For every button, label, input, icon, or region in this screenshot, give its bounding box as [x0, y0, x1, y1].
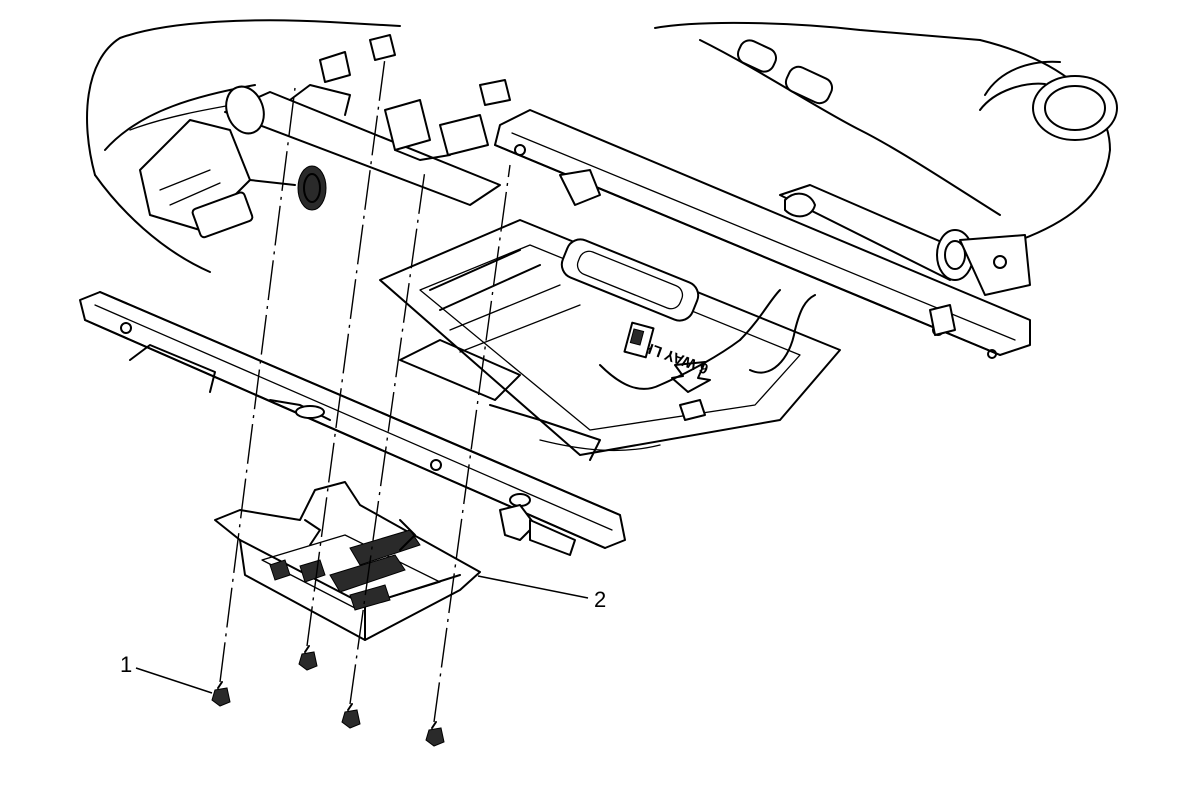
- fasteners: [211, 645, 445, 747]
- right-seat-track-rail: [494, 109, 1031, 359]
- cross-tube: [779, 184, 1031, 296]
- embossed-label: 6 WAY LH: [640, 337, 711, 377]
- lead-line-3: [349, 169, 426, 705]
- callout-label-1: 1: [120, 652, 132, 677]
- seat-control-module: [214, 481, 481, 641]
- rear-cross-tube: [224, 85, 501, 206]
- lead-line-4: [433, 164, 511, 723]
- callout-label-2: 2: [594, 587, 606, 612]
- installation-lead-lines: [219, 57, 511, 723]
- screw-2: [298, 645, 318, 671]
- screw-4: [425, 721, 445, 747]
- callout-leader-1: [135, 667, 213, 694]
- callouts: 1 2: [120, 575, 606, 694]
- side-knob: [979, 60, 1118, 141]
- screw-1: [211, 681, 231, 707]
- left-seat-track-rail: [79, 291, 626, 556]
- seat-motor-assembly: [139, 119, 327, 239]
- lead-line-1: [219, 87, 296, 683]
- lead-line-2: [306, 57, 386, 647]
- screw-3: [341, 703, 361, 729]
- upper-frame-brackets: [289, 34, 511, 161]
- callout-leader-2: [477, 575, 589, 599]
- wiring-harness: [599, 289, 816, 421]
